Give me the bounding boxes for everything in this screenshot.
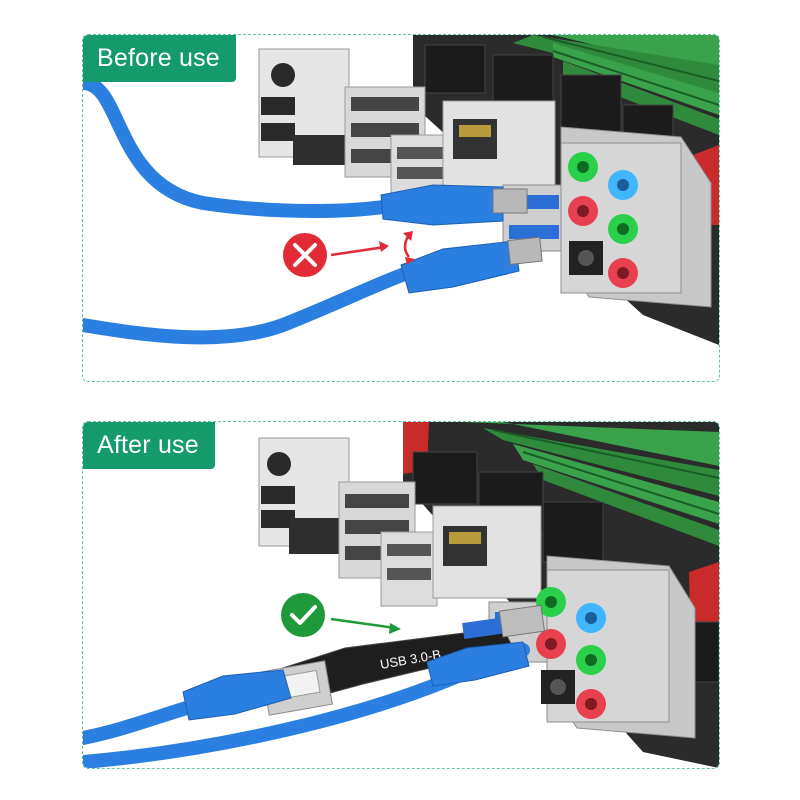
- usb-plug-right: [426, 641, 530, 687]
- after-use-label: After use: [83, 422, 215, 469]
- io-ports: [258, 48, 712, 308]
- after-use-panel: After use: [82, 421, 720, 769]
- before-use-panel: Before use: [82, 34, 720, 382]
- ram-slots: [463, 422, 719, 546]
- after-use-illustration: USB 3.0-B: [83, 422, 719, 768]
- check-icon: [281, 593, 325, 637]
- before-use-illustration: [83, 35, 719, 345]
- cross-icon: [283, 233, 327, 277]
- usb-plug-lower: [400, 236, 543, 294]
- audio-jack-block: [536, 555, 696, 739]
- ps2-port: [267, 452, 291, 476]
- io-ports: [258, 437, 696, 739]
- green-arrow-icon: [330, 617, 401, 634]
- ps2-port: [271, 63, 295, 87]
- usb-cables: [83, 76, 420, 345]
- usb-plug-upper: [380, 184, 528, 226]
- usb-plug-left: [182, 669, 292, 721]
- red-arrow-icon: [330, 241, 389, 257]
- before-use-label: Before use: [83, 35, 236, 82]
- audio-jack-block: [560, 126, 712, 308]
